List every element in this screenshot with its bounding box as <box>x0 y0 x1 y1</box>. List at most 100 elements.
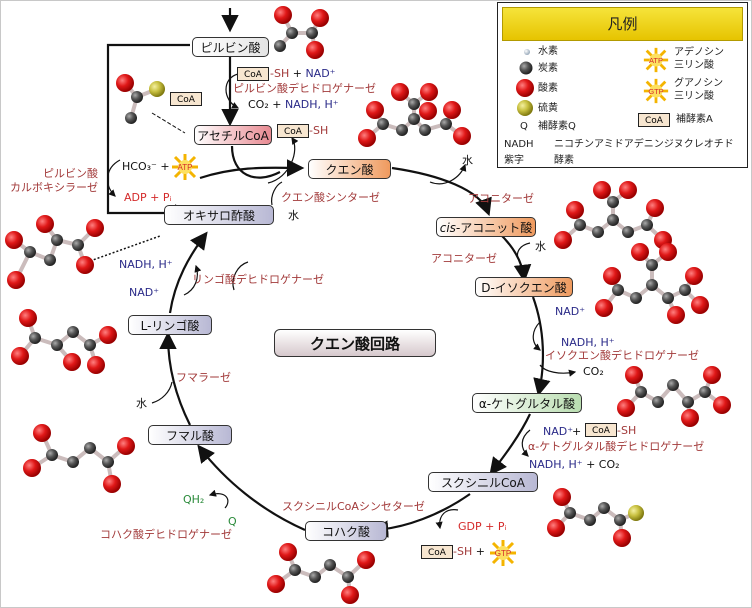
coa-badge: CoA <box>170 92 202 106</box>
oxygen-atom <box>619 181 637 199</box>
oxygen-atom <box>86 219 104 237</box>
carbon-atom <box>667 379 679 391</box>
carbon-atom <box>309 571 321 583</box>
arrow-citrate-to-cisaconitate <box>391 166 492 217</box>
coa-badge: CoA <box>237 67 269 81</box>
metabolite-alpha-ketoglutarate[interactable]: α-ケトグルタル酸 <box>472 393 582 413</box>
molecule-oxaloacetate <box>5 215 104 289</box>
carbon-atom <box>24 246 36 258</box>
carbon-atom <box>72 239 84 251</box>
metabolite-acetyl-coa[interactable]: アセチルCoA <box>194 125 272 145</box>
legend-enzyme-symbol: 紫字 <box>504 155 524 166</box>
legend-nadh: ニコチンアミドアデニンジヌクレオチド <box>554 139 734 150</box>
legend-coa-badge: CoA <box>638 113 670 127</box>
carbon-atom <box>396 124 408 136</box>
metabolite-cis-aconitate[interactable]: cis-アコニット酸 <box>436 217 536 237</box>
legend-carbon: 炭素 <box>538 63 558 74</box>
oxygen-atom <box>554 231 572 249</box>
legend-atp-line1: アデノシン <box>674 47 724 58</box>
metabolite-succinyl-coa[interactable]: スクシニルCoA <box>428 472 538 492</box>
carbon-atom <box>51 339 63 351</box>
carbon-atom <box>419 124 431 136</box>
oxygen-atom <box>667 306 685 324</box>
water-label: 水 <box>462 154 473 167</box>
metabolite-isocitrate[interactable]: D-イソクエン酸 <box>475 277 573 297</box>
oxygen-atom <box>87 356 105 374</box>
carbon-atom <box>102 456 114 468</box>
metabolite-succinate[interactable]: コハク酸 <box>305 521 387 541</box>
carbon-atom <box>652 396 664 408</box>
oxygen-atom <box>5 231 23 249</box>
carbon-atom <box>662 292 674 304</box>
enzyme-pyruvate-dehydrogenase: ピルビン酸デヒドロゲナーゼ <box>233 82 376 95</box>
plus-label: + <box>572 425 582 438</box>
carbon-atom <box>286 27 298 39</box>
carbon-atom <box>614 514 626 526</box>
sulfur-atom <box>149 81 165 97</box>
molecule-acetyl-coa <box>116 74 165 124</box>
arrow-cis-to-isocitrate <box>497 231 532 283</box>
metabolite-pyruvate[interactable]: ピルビン酸 <box>192 37 269 57</box>
oxygen-atom <box>116 74 134 92</box>
pdh-products: CO₂ + NADH, H⁺ <box>248 98 339 111</box>
carbon-atom <box>51 234 63 246</box>
molecule-citrate <box>358 83 471 147</box>
carbon-atom <box>699 386 711 398</box>
akg-products: NADH, H⁺ + CO₂ <box>529 458 620 471</box>
carbon-atom <box>84 339 96 351</box>
carbon-atom <box>592 226 604 238</box>
nad-plus-label: NAD⁺ <box>129 286 160 299</box>
oxygen-atom <box>713 396 731 414</box>
molecule-succinate <box>267 543 375 604</box>
gtp-icon: GTP <box>643 78 669 104</box>
svg-text:GTP: GTP <box>495 549 511 558</box>
gdp-pi-label: GDP + Pᵢ <box>458 520 507 533</box>
legend-sulfur: 硫黄 <box>538 103 558 114</box>
carbon-atom <box>679 284 691 296</box>
oxygen-atom <box>691 296 709 314</box>
oxygen-atom <box>279 543 297 561</box>
legend-heading: 凡例 <box>502 7 743 41</box>
enzyme-pyruvate-carboxylase-2: カルボキシラーゼ <box>10 181 98 194</box>
molecule-pyruvate <box>274 6 329 59</box>
metabolite-oxaloacetate[interactable]: オキサロ酢酸 <box>164 205 274 225</box>
molecule-malate <box>11 309 117 374</box>
carbon-atom <box>641 219 653 231</box>
water-label: 水 <box>535 240 546 253</box>
metabolite-fumarate[interactable]: フマル酸 <box>148 425 232 445</box>
carbon-atom <box>646 279 658 291</box>
water-label: 水 <box>288 209 299 222</box>
oxygen-atom <box>7 271 25 289</box>
oxygen-atom <box>631 243 649 261</box>
enzyme-citrate-synthase: クエン酸シンターゼ <box>281 191 380 204</box>
coa-badge: CoA <box>421 545 453 559</box>
coa-badge: CoA <box>277 124 309 138</box>
enzyme-aconitase: アコニターゼ <box>468 192 534 205</box>
carbon-atom <box>324 559 336 571</box>
molecule-fumarate <box>23 424 135 493</box>
molecule-isocitrate <box>595 243 709 324</box>
legend-q-symbol: Q <box>520 121 528 132</box>
pdh-substrates: -SH + NAD⁺ <box>270 67 336 80</box>
metabolite-malate[interactable]: L-リンゴ酸 <box>128 315 212 335</box>
oxygen-atom <box>76 256 94 274</box>
oxygen-atom <box>23 459 41 477</box>
arrow-malate-to-oxaloacetate <box>168 231 208 314</box>
svg-text:ATP: ATP <box>649 56 663 65</box>
carbon-atom <box>306 27 318 39</box>
atp-icon: ATP <box>172 154 198 180</box>
oxygen-atom <box>593 181 611 199</box>
oxygen-atom <box>11 347 29 365</box>
oxygen-atom <box>358 129 376 147</box>
oxygen-icon <box>516 79 534 97</box>
legend-gtp-line2: 三リン酸 <box>674 91 714 102</box>
carbon-atom <box>607 196 619 208</box>
legend-atp-line2: 三リン酸 <box>674 60 714 71</box>
metabolite-citrate[interactable]: クエン酸 <box>308 159 391 179</box>
carbon-atom <box>584 514 596 526</box>
enzyme-aconitase: アコニターゼ <box>431 252 497 265</box>
enzyme-fumarase: フマラーゼ <box>176 371 231 384</box>
oxygen-atom <box>63 353 81 371</box>
carbon-atom <box>574 219 586 231</box>
cis-aconitate-label: アコニット酸 <box>460 221 533 235</box>
